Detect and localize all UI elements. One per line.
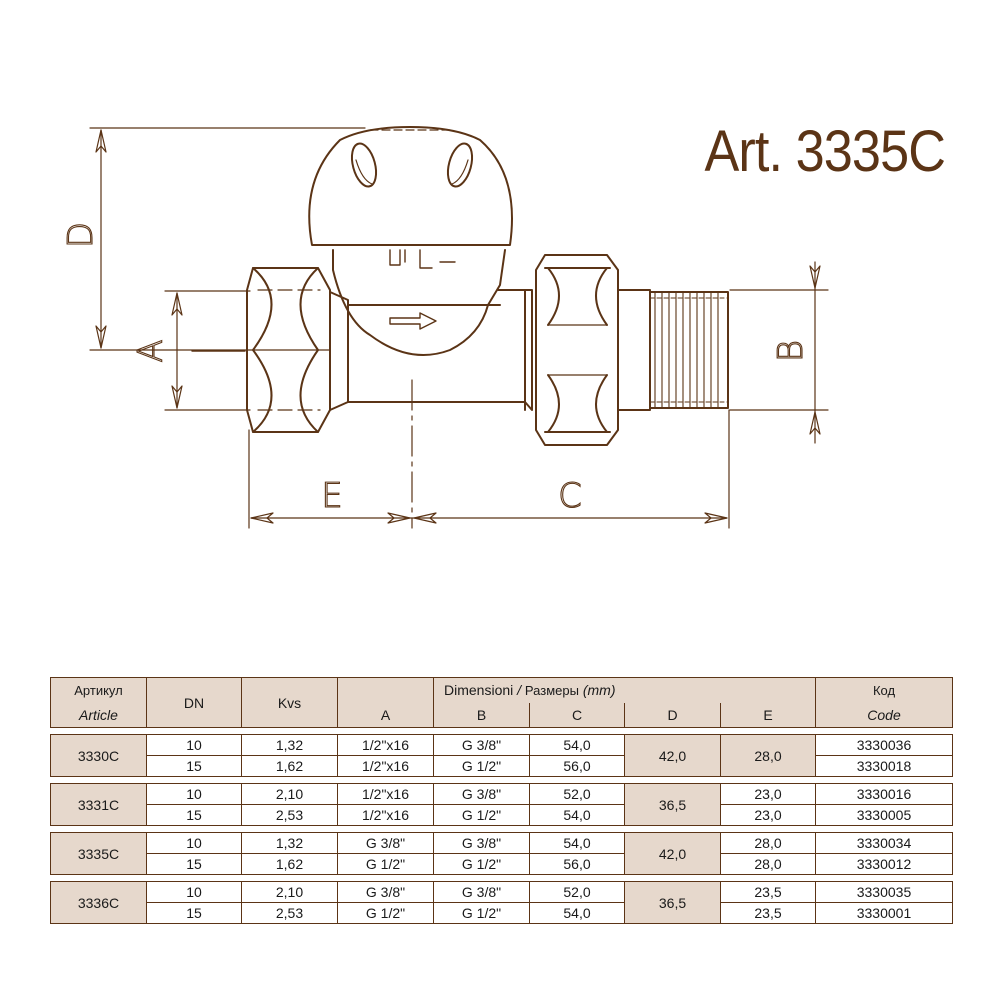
header-article: Артикул Article <box>50 677 147 728</box>
table-row: 3336C 10 2,10 G 3/8" G 3/8" 52,0 36,5 23… <box>50 881 953 924</box>
header-dimensions: Dimensioni / Размеры (mm) <box>433 677 816 703</box>
specification-table: Артикул Article DN Kvs Dimensioni / Разм… <box>50 677 953 924</box>
label-c: C <box>558 476 582 516</box>
label-a: A <box>131 339 171 362</box>
header-article-ru: Артикул <box>74 682 123 698</box>
header-col-e: E <box>720 703 816 728</box>
dimension-d <box>89 127 366 351</box>
label-d: D <box>61 222 101 248</box>
label-e: E <box>321 476 342 516</box>
table-row: 15 2,53 G 1/2" G 1/2" 54,0 23,5 3330001 <box>51 902 953 924</box>
table-row: 15 1,62 1/2"x16 G 1/2" 56,0 3330018 <box>51 755 953 777</box>
header-dimensions-unit: (mm) <box>582 682 616 698</box>
article-cell: 3330C <box>50 734 147 777</box>
valve-technical-drawing: D A B E C <box>60 126 829 529</box>
header-col-b: B <box>433 703 530 728</box>
valve-body <box>246 126 729 446</box>
table-row: 3335C 10 1,32 G 3/8" G 3/8" 54,0 42,0 28… <box>50 832 953 875</box>
header-kvs: Kvs <box>241 677 338 728</box>
table-row: 3330C 10 1,32 1/2"x16 G 3/8" 54,0 42,0 2… <box>50 734 953 777</box>
article-cell: 3335C <box>50 832 147 875</box>
header-code-ru: Код <box>872 682 896 698</box>
header-code: Код Code <box>815 677 953 728</box>
dimension-b <box>729 261 829 444</box>
table-row: 3331C 10 2,10 1/2"x16 G 3/8" 52,0 36,5 2… <box>50 783 953 826</box>
header-article-it: Article <box>79 706 118 723</box>
article-cell: 3331C <box>50 783 147 826</box>
header-col-d: D <box>624 703 721 728</box>
dimension-a <box>164 290 251 411</box>
header-col-a: A <box>337 703 434 728</box>
article-cell: 3336C <box>50 881 147 924</box>
header-dimensions-ru: Размеры <box>524 683 579 698</box>
table-row: 15 1,62 G 1/2" G 1/2" 56,0 28,0 3330012 <box>51 853 953 875</box>
table-row: 15 2,53 1/2"x16 G 1/2" 54,0 23,0 3330005 <box>51 804 953 826</box>
header-col-c: C <box>529 703 625 728</box>
header-code-it: Code <box>867 706 901 723</box>
header-dn: DN <box>146 677 242 728</box>
label-b: B <box>771 340 811 362</box>
dimension-e-c <box>248 379 730 529</box>
header-dimensions-it: Dimensioni <box>444 682 514 698</box>
article-title: Art. 3335C <box>704 119 945 184</box>
